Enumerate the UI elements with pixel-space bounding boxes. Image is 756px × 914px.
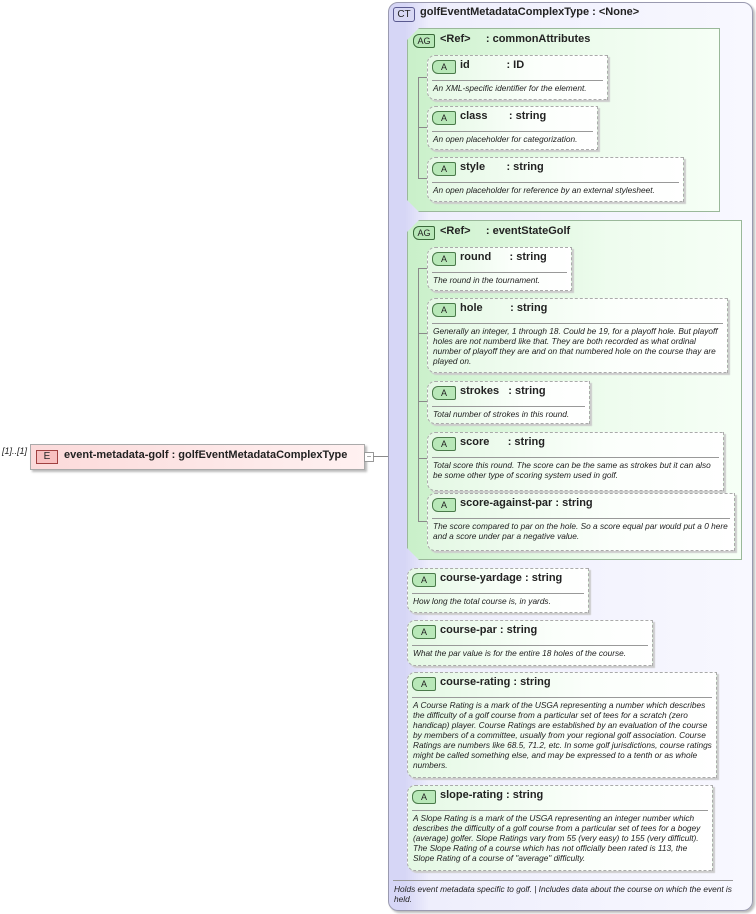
attribute-group-badge-icon: AG <box>413 226 435 240</box>
attribute-description: A Slope Rating is a mark of the USGA rep… <box>413 813 701 863</box>
attribute-badge-icon: A <box>432 303 456 317</box>
connector <box>418 178 427 179</box>
collapse-button[interactable]: − <box>364 452 374 462</box>
divider <box>412 810 708 811</box>
multiplicity-label: [1]..[1] <box>2 446 28 456</box>
attribute-course-rating[interactable]: A course-rating : string A Course Rating… <box>407 672 717 778</box>
attribute-score[interactable]: A score : string Total score this round.… <box>427 432 724 491</box>
attribute-slope-rating[interactable]: A slope-rating : string A Slope Rating i… <box>407 785 713 871</box>
connector <box>418 77 427 78</box>
connector <box>418 127 427 128</box>
connector <box>418 458 427 459</box>
attribute-name: hole : string <box>460 302 548 314</box>
divider <box>432 182 679 183</box>
attribute-name: style : string <box>460 161 544 173</box>
attribute-description: The score compared to par on the hole. S… <box>433 521 728 541</box>
connector <box>418 333 427 334</box>
attribute-name: slope-rating : string <box>440 789 544 801</box>
attribute-badge-icon: A <box>432 498 456 512</box>
divider <box>393 880 733 881</box>
divider <box>432 80 603 81</box>
attribute-description: What the par value is for the entire 18 … <box>413 648 627 658</box>
complex-type-title: golfEventMetadataComplexType : <None> <box>420 6 640 18</box>
attribute-name: course-par : string <box>440 624 538 636</box>
divider <box>432 518 730 519</box>
connector <box>373 456 399 457</box>
attribute-group-badge-icon: AG <box>413 34 435 48</box>
divider <box>432 406 585 407</box>
connector <box>418 401 427 402</box>
divider <box>412 593 584 594</box>
attribute-name: strokes : string <box>460 385 546 397</box>
attribute-description: An open placeholder for categorization. <box>433 134 578 144</box>
attribute-style[interactable]: A style : string An open placeholder for… <box>427 157 684 202</box>
attribute-description: An open placeholder for reference by an … <box>433 185 655 195</box>
element-node[interactable] <box>30 444 365 470</box>
connector <box>418 268 427 269</box>
attribute-badge-icon: A <box>412 677 436 691</box>
divider <box>432 457 719 458</box>
attribute-badge-icon: A <box>432 111 456 125</box>
divider <box>412 697 712 698</box>
attribute-name: course-yardage : string <box>440 572 563 584</box>
attribute-description: An XML-specific identifier for the eleme… <box>433 83 587 93</box>
attribute-name: course-rating : string <box>440 676 551 688</box>
attribute-badge-icon: A <box>412 790 436 804</box>
attribute-round[interactable]: A round : string The round in the tourna… <box>427 247 572 291</box>
complex-type-badge-icon: CT <box>393 7 415 22</box>
attribute-name: score-against-par : string <box>460 497 593 509</box>
attribute-course-yardage[interactable]: A course-yardage : string How long the t… <box>407 568 589 613</box>
attribute-badge-icon: A <box>432 252 456 266</box>
attribute-badge-icon: A <box>432 437 456 451</box>
attribute-description: Generally an integer, 1 through 18. Coul… <box>433 326 718 366</box>
element-badge-icon: E <box>36 450 58 464</box>
attribute-badge-icon: A <box>432 162 456 176</box>
divider <box>432 323 723 324</box>
divider <box>412 645 648 646</box>
connector <box>418 268 419 521</box>
element-label: event-metadata-golf : golfEventMetadataC… <box>64 449 348 461</box>
attribute-description: A Course Rating is a mark of the USGA re… <box>413 700 712 770</box>
divider <box>432 131 593 132</box>
complex-type-description: Holds event metadata specific to golf. |… <box>394 884 732 904</box>
attribute-group-title: <Ref> : commonAttributes <box>440 33 591 45</box>
attribute-badge-icon: A <box>432 386 456 400</box>
attribute-badge-icon: A <box>412 573 436 587</box>
attribute-group-title: <Ref> : eventStateGolf <box>440 225 571 237</box>
connector <box>418 521 427 522</box>
attribute-description: How long the total course is, in yards. <box>413 596 551 606</box>
attribute-name: round : string <box>460 251 547 263</box>
attribute-score-against-par[interactable]: A score-against-par : string The score c… <box>427 493 735 551</box>
attribute-name: score : string <box>460 436 545 448</box>
attribute-description: Total number of strokes in this round. <box>433 409 570 419</box>
attribute-description: Total score this round. The score can be… <box>433 460 711 480</box>
attribute-name: class : string <box>460 110 547 122</box>
attribute-badge-icon: A <box>432 60 456 74</box>
attribute-strokes[interactable]: A strokes : string Total number of strok… <box>427 381 590 424</box>
divider <box>432 272 567 273</box>
attribute-id[interactable]: A id : ID An XML-specific identifier for… <box>427 55 608 100</box>
attribute-course-par[interactable]: A course-par : string What the par value… <box>407 620 653 666</box>
attribute-class[interactable]: A class : string An open placeholder for… <box>427 106 598 150</box>
attribute-badge-icon: A <box>412 625 436 639</box>
attribute-name: id : ID <box>460 59 525 71</box>
attribute-description: The round in the tournament. <box>433 275 541 285</box>
attribute-hole[interactable]: A hole : string Generally an integer, 1 … <box>427 298 728 373</box>
